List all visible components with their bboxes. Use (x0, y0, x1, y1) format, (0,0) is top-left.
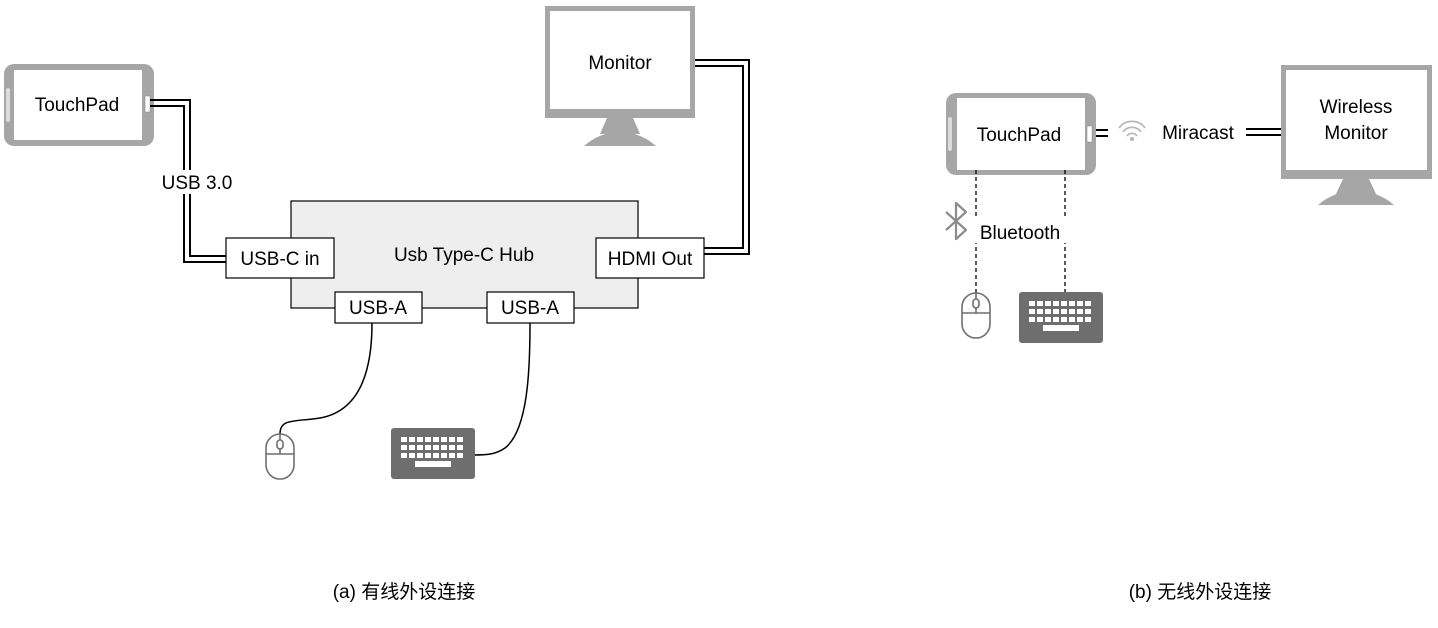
keyboard-cable (472, 322, 531, 456)
mouse-cable (279, 322, 373, 435)
port-hdmi-out-label: HDMI Out (608, 249, 693, 270)
miracast-label: Miracast (1162, 123, 1235, 144)
port-usbc-in: USB-C in (225, 237, 335, 279)
hub-label: Usb Type-C Hub (394, 245, 534, 266)
port-usba-1: USB-A (334, 291, 423, 324)
wired-monitor-label: Monitor (588, 53, 652, 74)
wireless-diagram: TouchPad Miracast W (945, 65, 1432, 603)
wireless-monitor-label-line2: Monitor (1324, 123, 1388, 144)
usb-c-hub: Usb Type-C Hub (290, 200, 639, 309)
keyboard-icon (391, 428, 475, 479)
tablet-icon (946, 93, 1096, 175)
port-hdmi-out: HDMI Out (595, 237, 705, 279)
wired-touchpad-label: TouchPad (35, 95, 120, 116)
wireless-monitor-label-line1: Wireless (1320, 97, 1393, 118)
bluetooth-icon (945, 201, 968, 241)
bluetooth-label: Bluetooth (980, 223, 1060, 244)
monitor-icon (1281, 65, 1432, 205)
caption-a: (a) 有线外设连接 (333, 581, 476, 603)
miracast-link (1246, 128, 1283, 136)
mouse-icon (265, 433, 295, 480)
wired-monitor: Monitor (545, 6, 695, 146)
caption-b: (b) 无线外设连接 (1129, 581, 1272, 603)
wireless-touchpad: TouchPad (946, 93, 1096, 175)
usb-cable-label: USB 3.0 (162, 173, 233, 194)
mouse-icon (961, 292, 991, 339)
monitor-icon (545, 6, 695, 146)
wireless-touchpad-label: TouchPad (977, 125, 1062, 146)
hdmi-cable (695, 59, 750, 255)
port-usba-2: USB-A (486, 291, 575, 324)
wired-touchpad: TouchPad (4, 64, 154, 146)
wired-diagram: TouchPad USB 3.0 Usb Type-C Hub USB-C in… (4, 6, 750, 603)
port-usba-2-label: USB-A (501, 298, 559, 319)
wireless-monitor: Wireless Monitor (1281, 65, 1432, 205)
keyboard-icon (1019, 292, 1103, 343)
wifi-icon (1118, 120, 1146, 142)
tablet-icon (4, 64, 154, 146)
port-usbc-in-label: USB-C in (240, 249, 319, 270)
port-usba-1-label: USB-A (349, 298, 407, 319)
tablet-link-stub (1096, 129, 1108, 137)
